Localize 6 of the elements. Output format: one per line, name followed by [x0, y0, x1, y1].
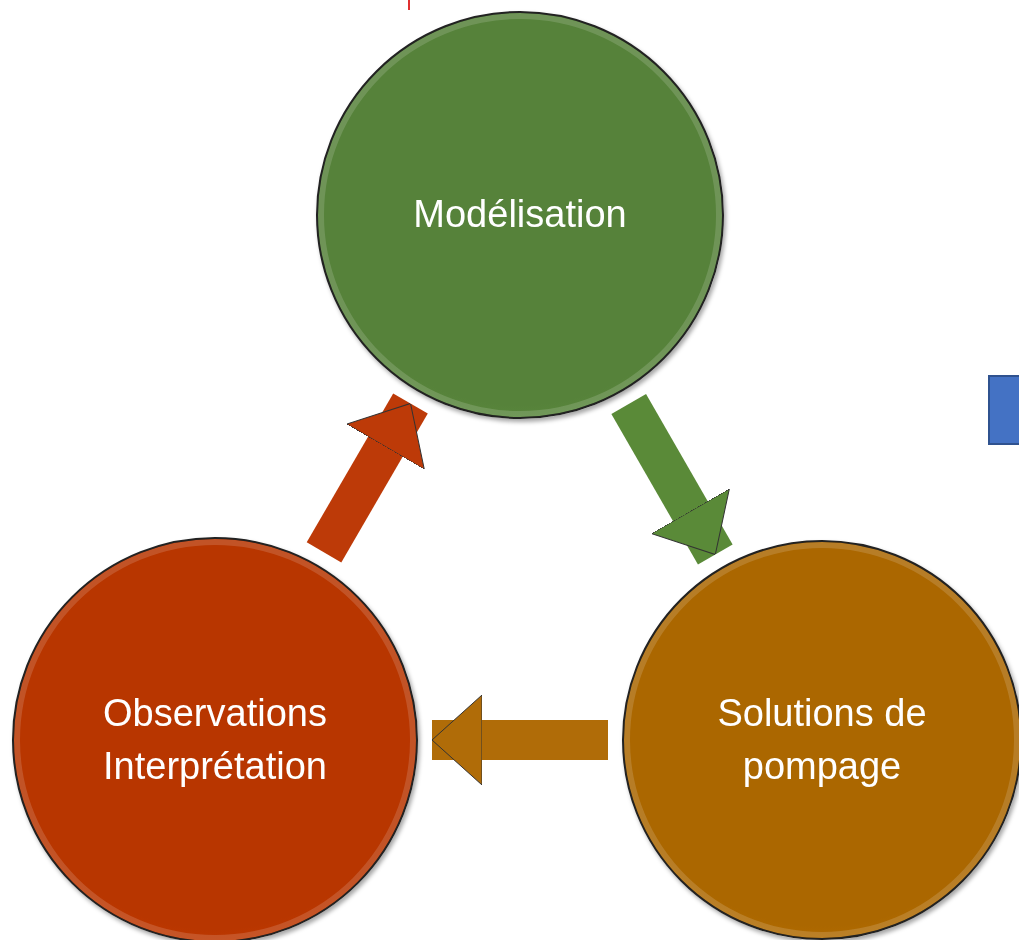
node-label: Solutions de pompage: [716, 690, 928, 789]
block-arrow: [611, 394, 733, 565]
block-arrow: [306, 393, 428, 563]
block-arrow: [431, 694, 608, 786]
node-label: Modélisation: [412, 192, 628, 238]
node-label: Observations Interprétation: [102, 690, 328, 789]
